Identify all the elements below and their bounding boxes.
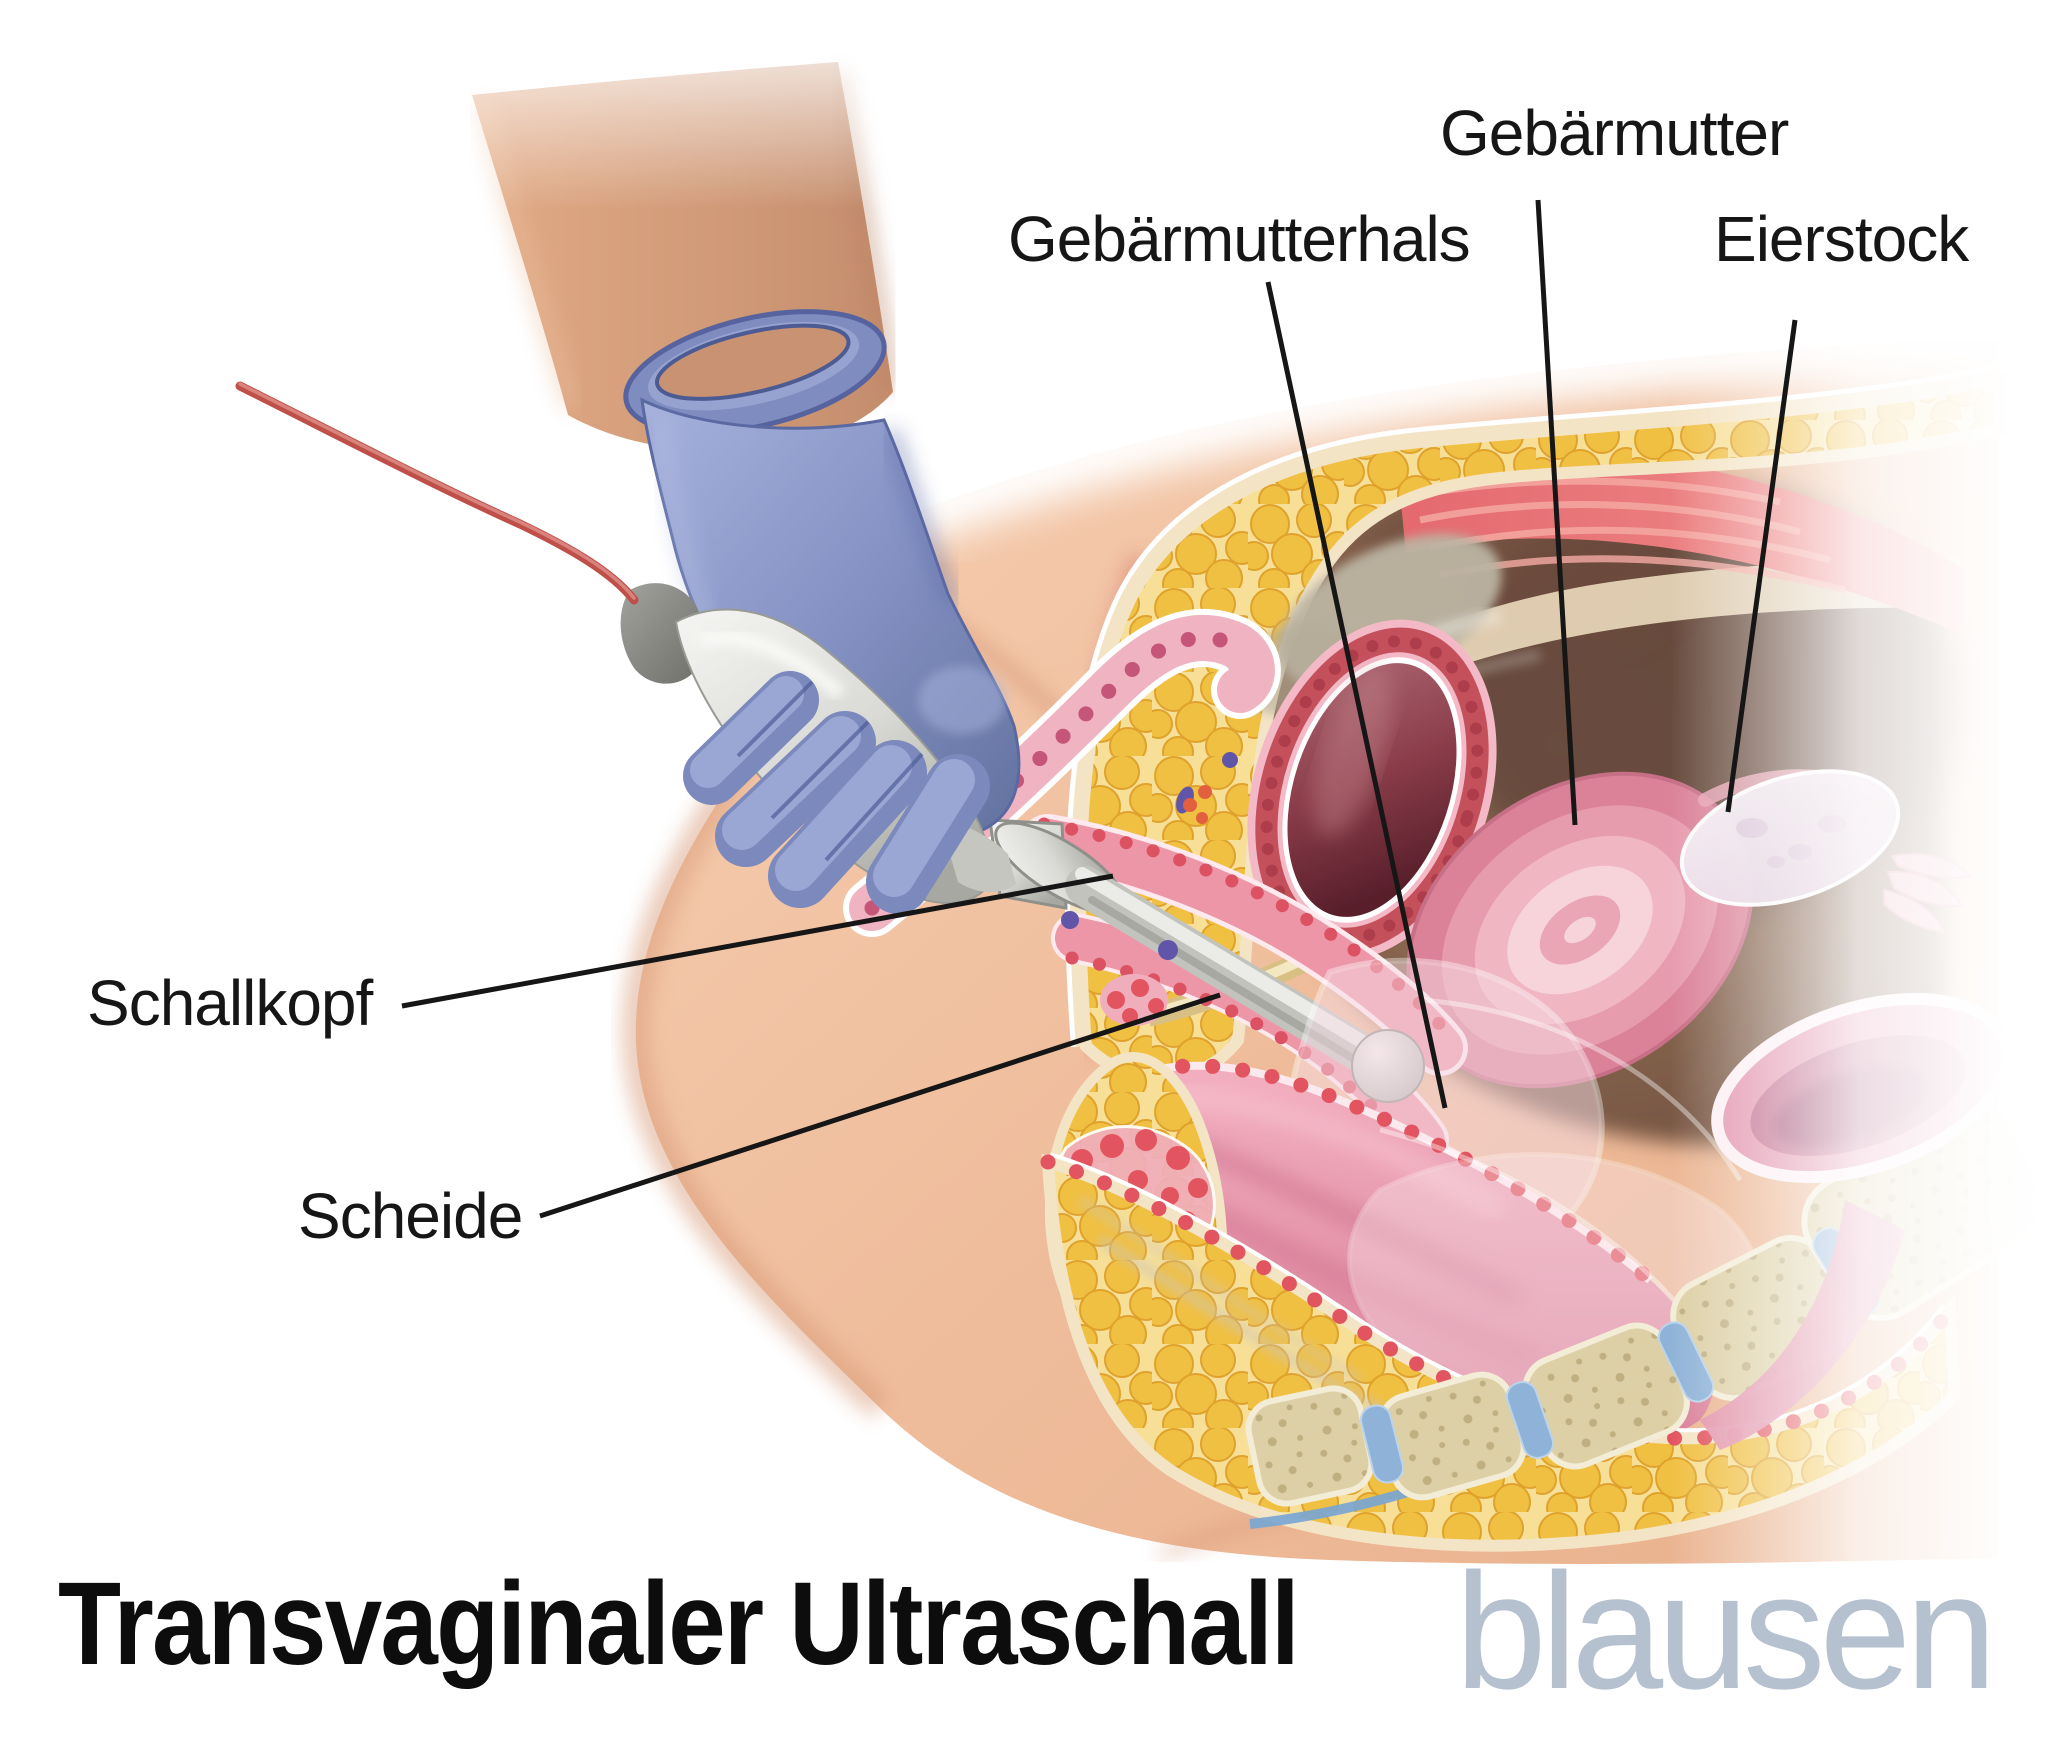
forearm-top-fade <box>430 0 930 210</box>
glove-cuff <box>623 309 887 435</box>
leader-gebaermutter <box>1535 199 1578 826</box>
finger-separations <box>736 680 924 862</box>
right-fade <box>1670 0 2048 1740</box>
knuckle-highlight <box>918 666 1006 734</box>
leader-gebaermutterhals <box>1265 281 1448 1109</box>
leader-scheide <box>539 992 1221 1219</box>
buttock-edge-shading <box>622 728 890 1418</box>
erectile-cluster <box>1100 974 1168 1026</box>
membrane-arc-2 <box>1379 1127 1692 1322</box>
veins <box>1061 752 1238 960</box>
label-gebaermutter: Gebärmutter <box>1440 97 1789 169</box>
operator <box>235 0 1021 914</box>
label-scheide: Scheide <box>298 1180 523 1252</box>
leader-lines <box>401 199 1798 1219</box>
probe-cable <box>235 381 639 605</box>
probe-cone <box>620 583 706 684</box>
bladder <box>1247 619 1497 961</box>
blausen-logo: blausen <box>1455 1539 1997 1723</box>
label-eierstock: Eierstock <box>1714 203 1969 275</box>
leader-eierstock <box>1725 319 1798 813</box>
probe-handle-highlight <box>698 629 846 701</box>
label-schallkopf: Schallkopf <box>87 967 373 1039</box>
artery-cluster <box>1183 785 1212 824</box>
leader-schallkopf <box>401 873 1114 1009</box>
figure-title: Transvaginaler Ultraschall <box>58 1558 1300 1690</box>
label-gebaermutterhals: Gebärmutterhals <box>1008 203 1471 275</box>
glove-fingers <box>683 671 990 914</box>
